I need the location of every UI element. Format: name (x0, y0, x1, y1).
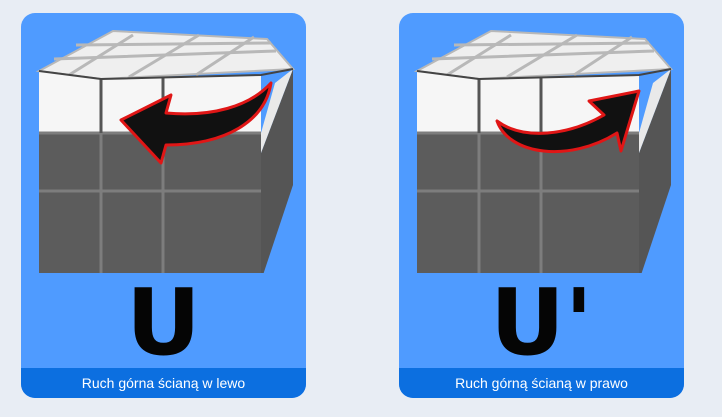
move-card-u: U Ruch górna ścianą w lewo (21, 13, 306, 398)
notation-label: U (126, 269, 201, 376)
cube-u-illustration (35, 29, 296, 273)
notation-label: U' (490, 269, 593, 376)
move-card-u-prime: U' Ruch górną ścianą w prawo (399, 13, 684, 398)
rotate-left-arrow-icon (119, 81, 273, 165)
cube-u-prime-illustration (413, 29, 674, 273)
rotate-right-arrow-icon (495, 89, 641, 153)
caption-bar: Ruch górną ścianą w prawo (399, 368, 684, 398)
caption-bar: Ruch górna ścianą w lewo (21, 368, 306, 398)
